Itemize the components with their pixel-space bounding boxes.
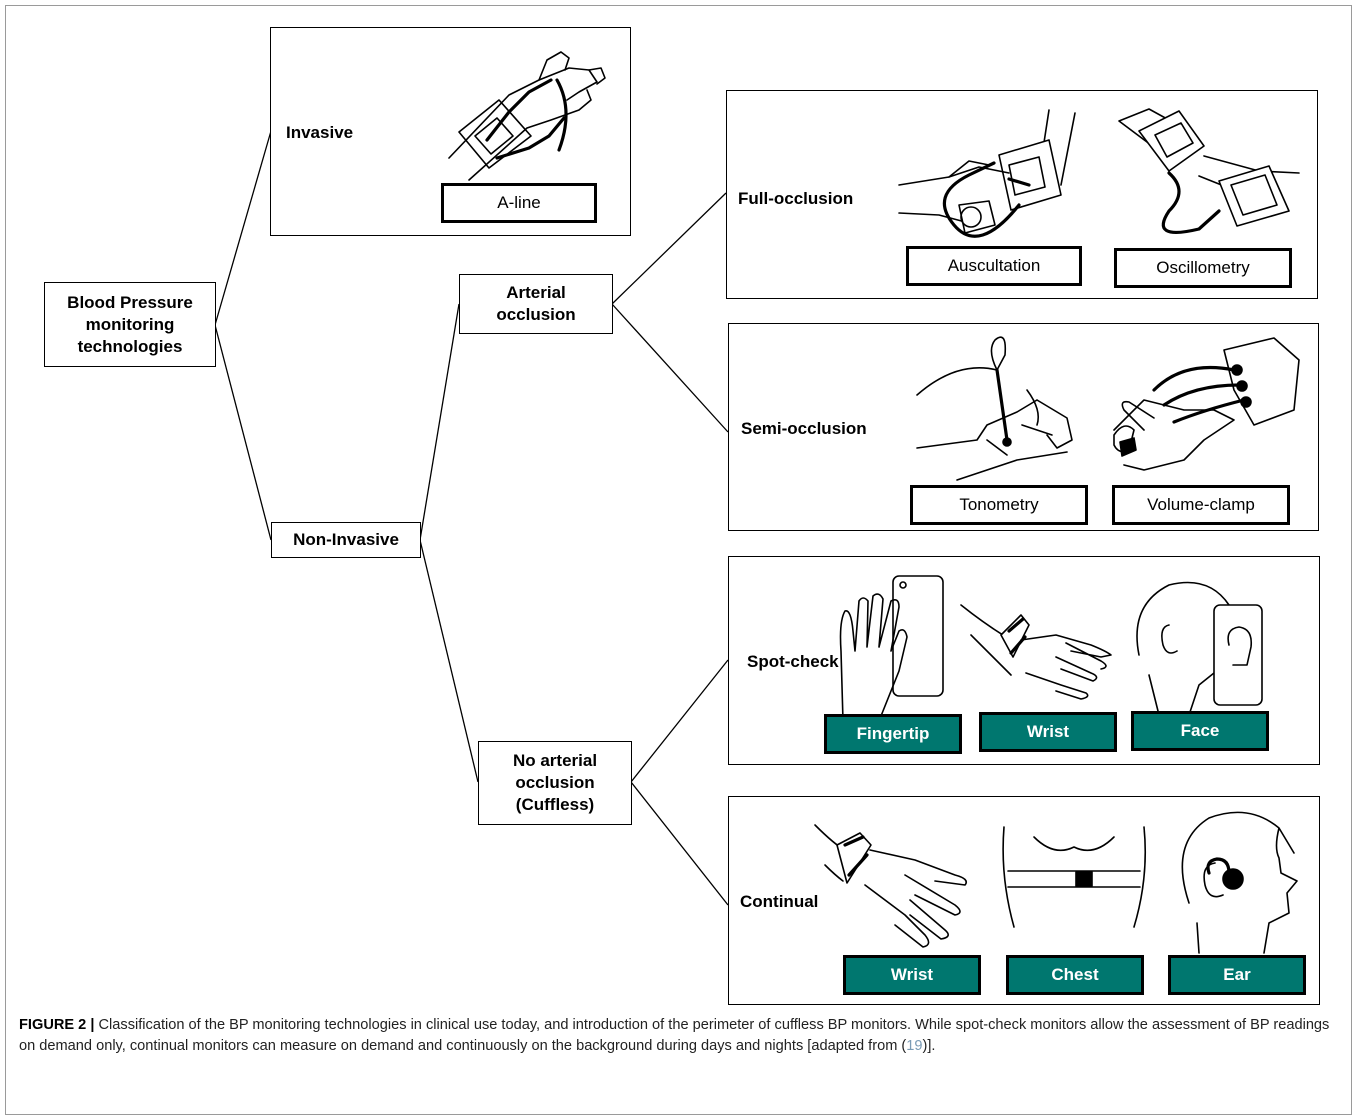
- invasive-title: Invasive: [286, 123, 354, 142]
- semi-occlusion-panel: Semi-occlusion Tonometry Volume-clamp: [728, 323, 1319, 531]
- spot-check-title: Spot-check: [747, 652, 839, 671]
- a-line-label: A-line: [441, 183, 597, 223]
- full-occlusion-panel: Full-occlusion Auscultation Oscillometry: [726, 90, 1318, 299]
- arterial-line-arm-icon: [448, 51, 606, 181]
- auscultation-label: Auscultation: [906, 246, 1082, 286]
- semi-occlusion-title: Semi-occlusion: [741, 419, 867, 438]
- wrist-continual-label: Wrist: [843, 955, 981, 995]
- no-arterial-occlusion-node: No arterial occlusion (Cuffless): [478, 741, 632, 825]
- fingertip-label: Fingertip: [824, 714, 962, 754]
- wrist-label: Wrist: [979, 712, 1117, 752]
- tonometry-pen-icon: [916, 336, 1073, 481]
- tonometry-label: Tonometry: [910, 485, 1088, 525]
- figure-caption: FIGURE 2 | Classification of the BP moni…: [19, 1015, 1339, 1057]
- root-node: Blood Pressure monitoring technologies: [44, 282, 216, 367]
- cuff-monitor-icon: [1118, 108, 1300, 234]
- face-phone-icon: [1136, 581, 1263, 716]
- caption-label: FIGURE 2 |: [19, 1017, 95, 1033]
- spot-check-panel: Spot-check Fingertip Wrist Face: [728, 556, 1320, 765]
- full-occlusion-title: Full-occlusion: [738, 189, 854, 208]
- volume-clamp-label: Volume-clamp: [1112, 485, 1290, 525]
- finger-cuff-icon: [1113, 337, 1300, 471]
- reference-link[interactable]: 19: [906, 1038, 923, 1054]
- ear-label: Ear: [1168, 955, 1306, 995]
- wristband-icon: [814, 824, 968, 948]
- continual-title: Continual: [740, 892, 819, 911]
- chest-label: Chest: [1006, 955, 1144, 995]
- caption-end: )].: [922, 1038, 936, 1054]
- wristband-icon: [960, 604, 1112, 700]
- face-label: Face: [1131, 711, 1269, 751]
- tree-connectors: [214, 130, 729, 906]
- non-invasive-node: Non-Invasive: [271, 522, 421, 558]
- earbud-icon: [1181, 811, 1298, 954]
- caption-text: Classification of the BP monitoring tech…: [19, 1017, 1330, 1054]
- oscillometry-label: Oscillometry: [1114, 248, 1292, 288]
- chest-strap-icon: [1002, 826, 1147, 928]
- invasive-panel: Invasive A-line: [270, 27, 631, 236]
- arterial-occlusion-node: Arterial occlusion: [459, 274, 613, 334]
- figure-frame: [5, 5, 1352, 1115]
- smartphone-fingertip-icon: [839, 575, 944, 722]
- continual-panel: Continual Wrist Chest Ear: [728, 796, 1320, 1005]
- stethoscope-cuff-icon: [898, 109, 1076, 238]
